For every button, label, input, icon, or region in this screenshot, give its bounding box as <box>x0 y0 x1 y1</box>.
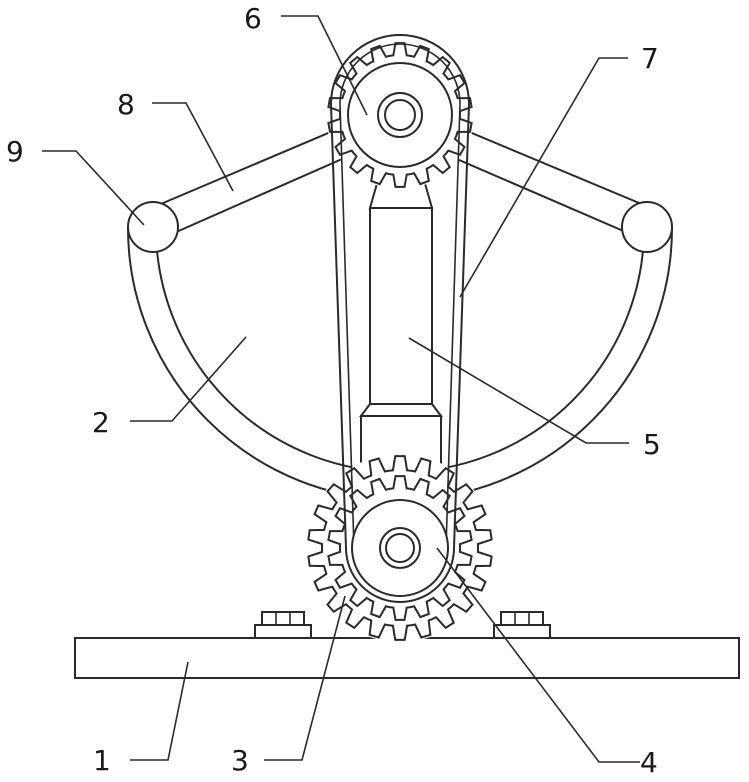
label-7: 7 <box>641 42 659 75</box>
label-5: 5 <box>643 428 661 461</box>
upper-hub <box>348 63 452 167</box>
left-pivot-ball <box>128 202 178 252</box>
label-4: 4 <box>640 746 658 779</box>
label-8: 8 <box>117 88 135 121</box>
base-plate <box>75 638 739 678</box>
label-6: 6 <box>244 2 262 35</box>
label-2: 2 <box>92 406 110 439</box>
label-1: 1 <box>93 744 111 777</box>
label-9: 9 <box>6 135 24 168</box>
lower-hub <box>352 500 448 596</box>
label-3: 3 <box>231 744 249 777</box>
right-pivot-ball <box>622 202 672 252</box>
left-mount-bolt <box>255 612 311 638</box>
support-column <box>361 180 441 498</box>
